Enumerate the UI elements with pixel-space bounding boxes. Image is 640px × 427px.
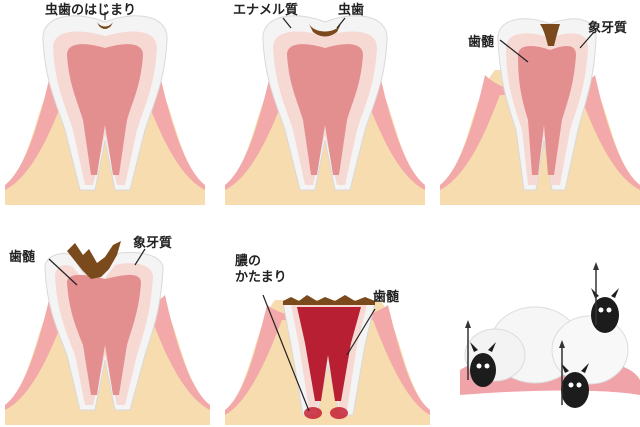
tooth-illustration-4 — [5, 241, 210, 425]
teeth-figurines-illustration — [460, 262, 640, 408]
stage-2-panel: エナメル質 虫歯 — [225, 0, 425, 205]
pulp-label-stage5: 歯髄 — [373, 290, 400, 305]
figurine-bottom — [559, 340, 589, 408]
tooth-illustration-2 — [225, 15, 425, 205]
dentin-label-stage4: 象牙質 — [133, 236, 173, 251]
caries-start-label: 虫歯のはじまり — [45, 3, 137, 18]
pus-label-line2: かたまり — [235, 270, 287, 285]
caries-label: 虫歯 — [338, 3, 365, 18]
teeth-model-photo — [450, 230, 640, 425]
dentin-label: 象牙質 — [588, 21, 628, 36]
stage-4-panel: 歯髄 象牙質 — [5, 215, 210, 425]
stage-1-panel: 虫歯のはじまり — [5, 0, 205, 205]
pulp-label-stage4: 歯髄 — [9, 250, 36, 265]
tooth-illustration-1 — [5, 12, 205, 205]
pus-label-line1: 膿の — [235, 254, 262, 269]
figurine-top-right — [591, 262, 619, 333]
enamel-label: エナメル質 — [233, 3, 299, 18]
tooth-illustration-3 — [440, 18, 640, 205]
pulp-label: 歯髄 — [468, 35, 495, 50]
stage-5-panel: 膿の かたまり 歯髄 — [225, 215, 430, 425]
tooth-illustration-5 — [225, 294, 430, 425]
stage-3-panel: 歯髄 象牙質 — [440, 0, 640, 205]
figurine-left — [465, 320, 496, 387]
